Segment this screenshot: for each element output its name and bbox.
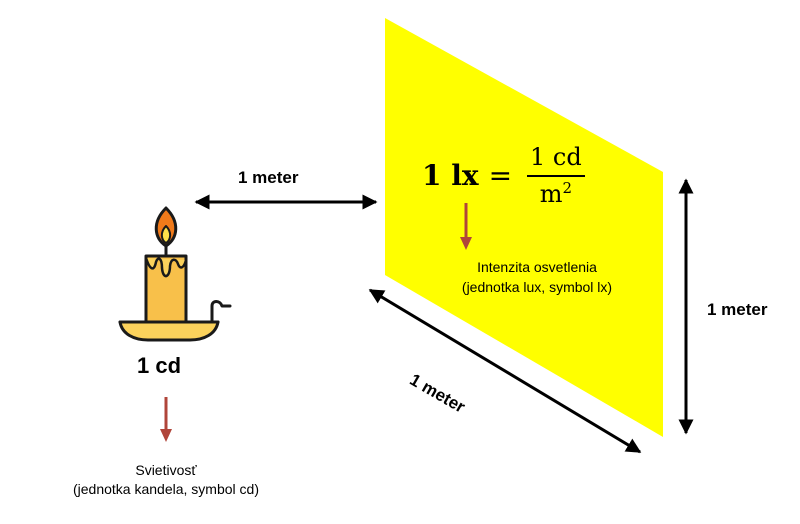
formula-numerator: 1 cd [530, 143, 582, 171]
source-down-arrow [160, 397, 172, 442]
plane-down-arrow [460, 203, 472, 250]
illuminated-plane [385, 18, 663, 437]
fraction-bar [526, 175, 585, 177]
height-label: 1 meter [707, 300, 768, 319]
source-unit-label: (jednotka kandela, symbol cd) [73, 481, 259, 497]
distance-label: 1 meter [238, 168, 299, 187]
candle-icon [118, 206, 232, 342]
formula-denominator-exp: 2 [562, 179, 573, 197]
formula-lhs: 1 lx [422, 159, 479, 192]
plane-unit-label: (jednotka lux, symbol lx) [461, 279, 613, 295]
plane-name-label: Intenzita osvetlenia [477, 259, 597, 275]
source-name-label: Svietivosť [135, 462, 197, 478]
lux-formula: 1 lx = 1 cd m2 [422, 143, 586, 208]
formula-fraction: 1 cd m2 [526, 143, 586, 208]
source-value-label: 1 cd [137, 353, 182, 378]
formula-denominator: m2 [540, 177, 572, 208]
formula-denominator-base: m [539, 180, 563, 208]
formula-equals: = [488, 159, 513, 192]
width-arrow [368, 288, 642, 454]
